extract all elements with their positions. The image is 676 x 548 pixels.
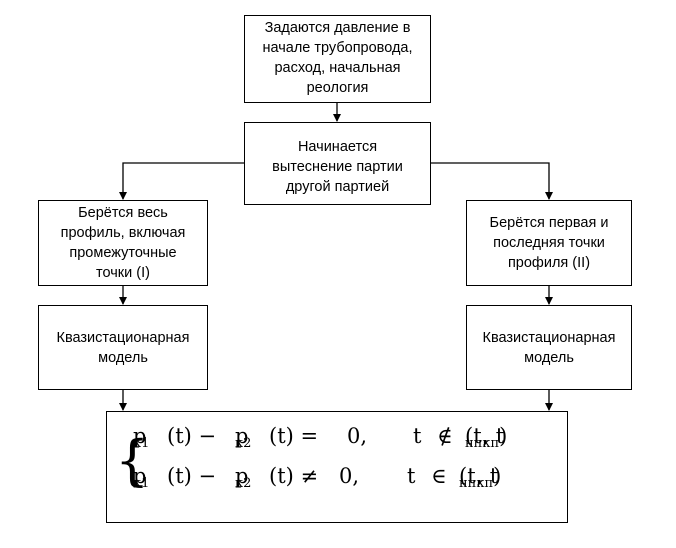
p-symbol: p <box>133 424 147 448</box>
box-line: другой партией <box>285 179 390 195</box>
box-line: Начинается <box>297 139 378 155</box>
not-in-symbol: ∉ <box>437 424 453 448</box>
value-zero: 0, <box>347 424 368 448</box>
p-subscript: к2 <box>235 436 252 451</box>
right-profile-box: Берётся первая и последняя точки профиля… <box>466 200 632 286</box>
box-line: Задаются давление в <box>264 20 411 36</box>
t-symbol: t <box>413 424 422 448</box>
box-line: вытеснение партии <box>272 159 403 175</box>
interval-close: ) <box>493 464 502 488</box>
p-symbol: p <box>235 424 249 448</box>
time-arg-equals: (t) = <box>269 424 319 448</box>
displacement-box: Начинается вытеснение партии другой парт… <box>244 122 431 205</box>
interval-comma: , t <box>482 424 505 448</box>
box-line: профиль, включая <box>60 225 186 241</box>
box-line: Берётся первая и <box>489 215 609 231</box>
box-line: Квазистационарная <box>482 330 616 346</box>
box-line: модель <box>98 350 148 366</box>
p-subscript: к1 <box>133 436 150 451</box>
box-line: Берётся весь <box>78 205 168 221</box>
time-arg-minus: (t) − <box>167 464 217 488</box>
time-arg-minus: (t) − <box>167 424 217 448</box>
left-model-box: Квазистационарная модель <box>38 305 208 390</box>
interval-close: ) <box>499 424 508 448</box>
right-model-box: Квазистационарная модель <box>466 305 632 390</box>
subscript-start: нп <box>459 476 477 491</box>
t-symbol: t <box>407 464 416 488</box>
value-zero: 0, <box>339 464 360 488</box>
p-subscript: к1 <box>133 476 150 491</box>
box-line: точки (I) <box>96 265 150 281</box>
box-line: реология <box>306 80 369 96</box>
box-line: расход, начальная <box>274 60 401 76</box>
subscript-start: нп <box>465 436 483 451</box>
subscript-end: кп <box>476 476 494 491</box>
arrow-displacement-to-left <box>119 162 244 200</box>
interval-open: (t <box>465 424 482 448</box>
time-arg-not-equals: (t) ≠ <box>269 464 319 488</box>
p-symbol: p <box>133 464 147 488</box>
box-line: последняя точки <box>493 235 605 251</box>
subscript-end: кп <box>482 436 500 451</box>
interval-comma: , t <box>476 464 499 488</box>
box-line: промежуточные <box>69 245 177 261</box>
box-line: Квазистационарная <box>56 330 190 346</box>
box-line: начале трубопровода, <box>262 40 413 56</box>
left-profile-box: Берётся весь профиль, включая промежуточ… <box>38 200 208 286</box>
start-conditions-box: Задаются давление в начале трубопровода,… <box>244 15 431 103</box>
brace-glyph: { <box>115 429 150 492</box>
box-line: профиля (II) <box>507 255 591 271</box>
arrow-displacement-to-right <box>431 162 553 200</box>
p-subscript: к2 <box>235 476 252 491</box>
in-symbol: ∈ <box>431 464 447 488</box>
interval-open: (t <box>459 464 476 488</box>
p-symbol: p <box>235 464 249 488</box>
box-line: модель <box>524 350 574 366</box>
